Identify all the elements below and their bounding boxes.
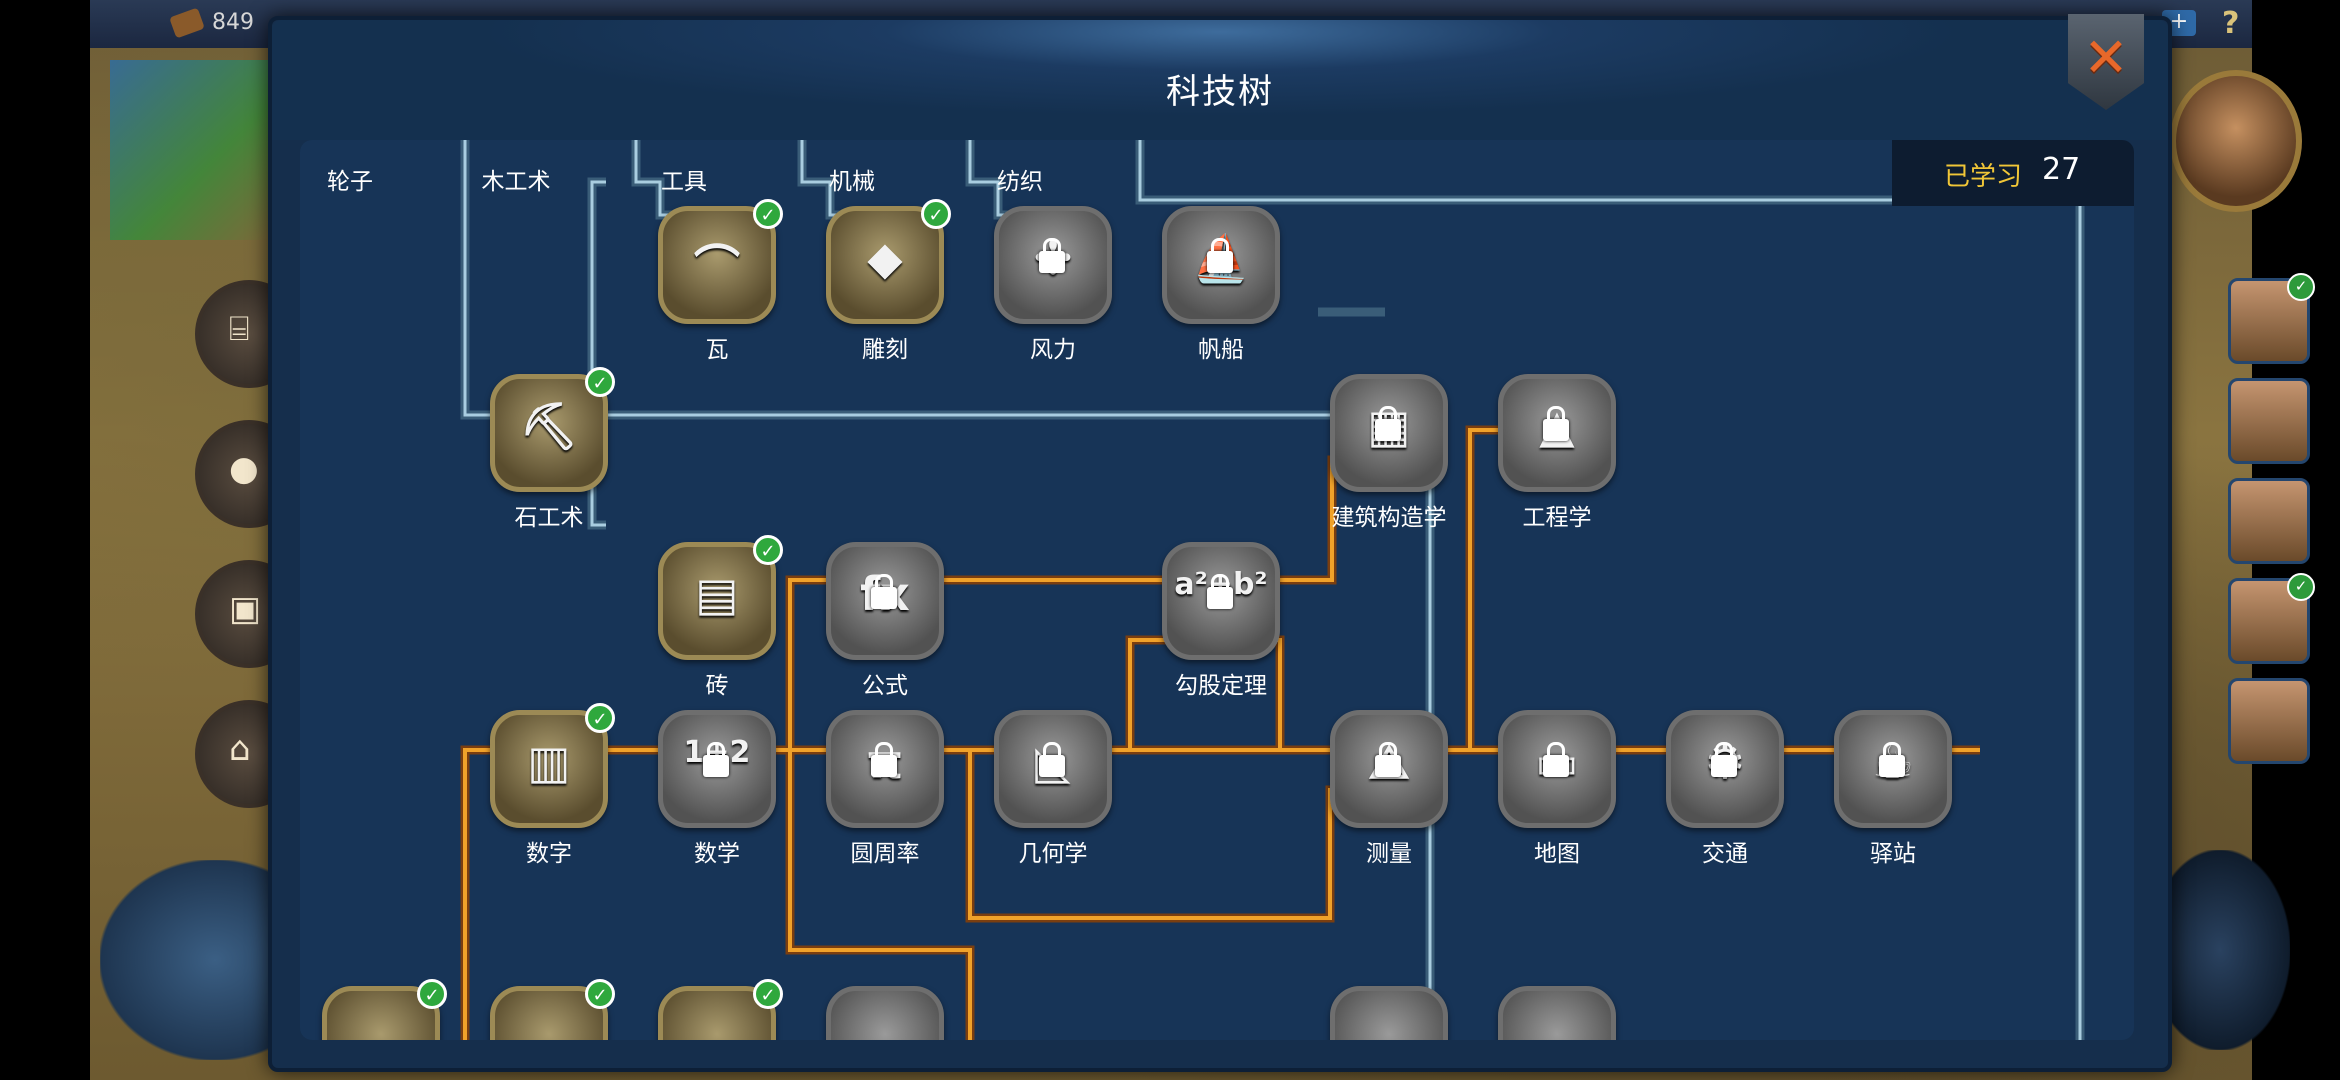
minimap[interactable] [110, 60, 270, 240]
lock-icon [1879, 742, 1905, 777]
tech-node-jianzhu[interactable]: ▦ [1330, 374, 1448, 492]
advisor-avatar-4[interactable]: ✓ [2228, 573, 2315, 664]
tech-tree-dialog: 科技树 ✕ [268, 14, 2172, 1072]
lock-icon [1039, 742, 1065, 777]
roof-tile-icon: ⌒ [694, 240, 740, 294]
tech-label-shuxue: 数学 [694, 841, 740, 867]
tech-label-zhuan: 砖 [705, 673, 729, 699]
advisor-avatar-2[interactable] [2228, 378, 2310, 464]
tech-node-shuzi[interactable]: ▥✓ [490, 703, 615, 828]
tech-label-gongju: 工具 [661, 169, 707, 195]
advisor-avatar-1[interactable]: ✓ [2228, 273, 2315, 364]
check-icon: ✓ [585, 979, 615, 1009]
tech-node-zhuan[interactable]: ▤✓ [658, 535, 783, 660]
tech-node-partial[interactable] [826, 986, 944, 1040]
check-icon: ✓ [585, 367, 615, 397]
lock-icon [703, 742, 729, 777]
numeral-tablet-icon: ▥ [527, 735, 571, 789]
tech-node-gongshi[interactable]: fx [826, 542, 944, 660]
tech-label-jianzhu: 建筑构造学 [1331, 505, 1447, 531]
check-icon: ✓ [417, 979, 447, 1009]
tech-label-fangzhi: 纺织 [997, 169, 1043, 195]
leader-avatar[interactable] [2170, 70, 2302, 212]
tech-label-yuanzhoulv: 圆周率 [850, 841, 920, 867]
tech-label-ditu: 地图 [1534, 841, 1580, 867]
tech-label-fengli: 风力 [1030, 337, 1076, 363]
backpack-icon: ▣ [229, 589, 262, 629]
tech-node-fengli[interactable]: ✢ [994, 206, 1112, 324]
tech-node-partial[interactable] [1498, 986, 1616, 1040]
tech-node-jihexue[interactable]: ◺ [994, 710, 1112, 828]
help-icon[interactable]: ? [2222, 6, 2240, 41]
dialog-header [272, 20, 2168, 140]
tech-node-yizhan[interactable]: ☕ [1834, 710, 1952, 828]
dialog-title: 科技树 [1166, 72, 1274, 112]
tech-label-lunzi: 轮子 [327, 169, 373, 195]
lock-icon [1543, 406, 1569, 441]
tech-node-partial[interactable] [1330, 986, 1448, 1040]
tech-node-yuanzhoulv[interactable]: π [826, 710, 944, 828]
tech-node-gougu[interactable]: a²+b² [1162, 542, 1280, 660]
tech-label-wa: 瓦 [705, 337, 729, 363]
check-icon: ✓ [753, 199, 783, 229]
tech-node-jiaotong[interactable]: ⚙ [1666, 710, 1784, 828]
tech-label-jixie: 机械 [829, 169, 875, 195]
pickaxe-icon: ⛏ [519, 399, 579, 453]
lock-icon [1375, 742, 1401, 777]
tech-node-celiang[interactable]: ⟁ [1330, 710, 1448, 828]
tech-node-ditu[interactable]: ▭ [1498, 710, 1616, 828]
tech-node-fanchuan[interactable]: ⛵ [1162, 206, 1280, 324]
tech-label-gongshi: 公式 [862, 673, 908, 699]
tech-label-jihexue: 几何学 [1018, 841, 1088, 867]
tech-label-shuzi: 数字 [526, 841, 572, 867]
tech-node-diaoke[interactable]: ◆✓ [826, 199, 951, 324]
tech-node-gongcheng[interactable]: ▲ [1498, 374, 1616, 492]
tech-node-shigongshu[interactable]: ⛏✓ [490, 367, 615, 492]
check-icon: ✓ [585, 703, 615, 733]
axe-tool-button[interactable] [2150, 850, 2290, 1050]
advisor-avatar-5[interactable] [2228, 678, 2310, 764]
lock-icon [871, 742, 897, 777]
tech-node-partial[interactable]: ✓ [490, 979, 615, 1040]
check-icon: ✓ [753, 535, 783, 565]
chisel-stone-icon: ◆ [867, 231, 903, 285]
tech-node-shuxue[interactable]: 1+2 [658, 710, 776, 828]
lock-icon [871, 574, 897, 609]
tech-tree-panel[interactable]: 已学习 27 轮子 木工术 工具 机械 纺织 ⌒✓瓦◆✓雕刻✢风力⛵帆船⛏✓石工… [300, 140, 2134, 1040]
close-icon: ✕ [2083, 26, 2129, 89]
lock-icon [1039, 238, 1065, 273]
lock-icon [1543, 742, 1569, 777]
lock-icon [1711, 742, 1737, 777]
orb-icon: ● [229, 449, 259, 489]
tech-label-gongcheng: 工程学 [1522, 505, 1592, 531]
tech-label-yizhan: 驿站 [1870, 841, 1916, 867]
tech-label-mugongshu: 木工术 [481, 169, 551, 195]
lock-icon [1207, 238, 1233, 273]
tech-node-partial[interactable]: ✓ [322, 979, 447, 1040]
tech-node-wa[interactable]: ⌒✓ [658, 199, 783, 324]
tech-label-jiaotong: 交通 [1702, 841, 1748, 867]
calendar-icon: ⌸ [229, 309, 250, 349]
learned-counter: 已学习 27 [1892, 140, 2134, 206]
tech-node-partial[interactable]: ✓ [658, 979, 783, 1040]
check-icon: ✓ [921, 199, 951, 229]
lock-icon [1375, 406, 1401, 441]
lock-icon [1207, 574, 1233, 609]
learned-label: 已学习 [1944, 162, 2023, 192]
tech-label-fanchuan: 帆船 [1198, 337, 1244, 363]
tech-label-diaoke: 雕刻 [862, 337, 908, 363]
resource-value: 849 [212, 10, 254, 35]
brick-wall-icon: ▤ [695, 567, 739, 621]
check-icon: ✓ [2287, 273, 2315, 301]
tech-label-celiang: 测量 [1366, 841, 1412, 867]
tech-label-shigongshu: 石工术 [514, 505, 584, 531]
check-icon: ✓ [753, 979, 783, 1009]
advisor-avatar-3[interactable] [2228, 478, 2310, 564]
market-stall-icon: ⌂ [229, 729, 251, 769]
check-icon: ✓ [2287, 573, 2315, 601]
learned-count: 27 [2042, 152, 2081, 187]
tech-label-gougu: 勾股定理 [1175, 673, 1267, 699]
